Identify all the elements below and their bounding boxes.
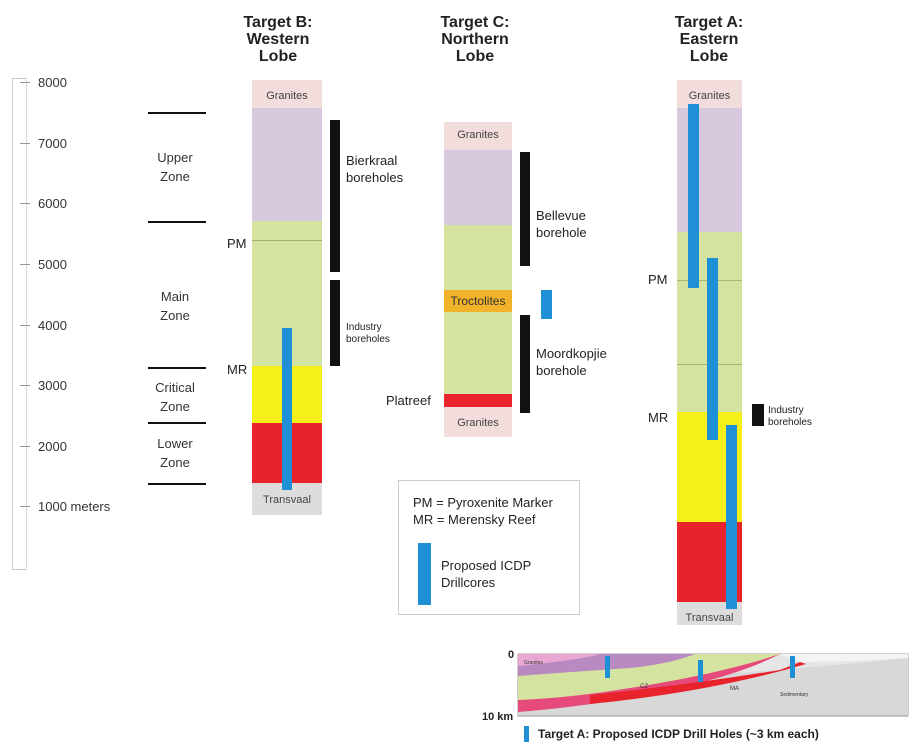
- scale-tick: [20, 325, 30, 326]
- target-a-drill-core-2: [707, 258, 718, 440]
- target-a-mr-label: MR: [648, 410, 669, 425]
- target-c-drill-core: [541, 290, 552, 319]
- legend-mr: MR = Merensky Reef: [413, 512, 536, 527]
- legend-pm: PM = Pyroxenite Marker: [413, 495, 553, 510]
- granites-layer-bottom: [444, 407, 512, 437]
- section-drill-hole-3: [790, 656, 795, 678]
- depth-scale-right-edge: [26, 78, 27, 568]
- target-a-granites-label: Granites: [688, 90, 731, 102]
- platreef-layer: [444, 394, 512, 407]
- section-label-cz: CZ: [640, 684, 648, 690]
- target-a-drill-core-1: [688, 104, 699, 288]
- upper-zone-layer: [677, 108, 742, 232]
- caption-drill-swatch: [524, 726, 529, 742]
- scale-tick: [20, 506, 30, 507]
- depth-top-label: 0: [508, 649, 514, 661]
- scale-label-5000: 5000: [38, 257, 67, 272]
- granites-layer: [518, 654, 600, 666]
- transvaal-layer: [677, 602, 742, 625]
- cross-section-caption: Target A: Proposed ICDP Drill Holes (~3 …: [538, 727, 819, 741]
- upper-zone-layer: [444, 150, 512, 225]
- section-drill-hole-2: [698, 660, 703, 682]
- scale-label-7000: 7000: [38, 136, 67, 151]
- industry-borehole-bar: [330, 280, 340, 366]
- zone-boundary-line: [148, 112, 206, 114]
- pm-line: [252, 240, 322, 241]
- granites-layer: [677, 80, 742, 108]
- zone-boundary-line: [148, 367, 206, 369]
- target-a-transvaal-label: Transvaal: [685, 612, 734, 624]
- troctolites-layer: [444, 290, 512, 312]
- scale-tick: [20, 264, 30, 265]
- lower-zone-layer: [590, 662, 806, 704]
- scale-label-2000: 2000: [38, 439, 67, 454]
- scale-label-4000: 4000: [38, 318, 67, 333]
- scale-label-8000: 8000: [38, 75, 67, 90]
- bellevue-borehole-bar: [520, 152, 530, 266]
- target-c-troctolites-label: Troctolites: [450, 294, 506, 308]
- platreef-label: Platreef: [386, 393, 431, 408]
- main-zone-layer: [444, 225, 512, 290]
- target-a-industry-borehole-bar: [752, 404, 764, 426]
- target-b-granites-label: Granites: [266, 90, 308, 102]
- scale-label-1000-meters: 1000 meters: [38, 499, 111, 514]
- granites-layer: [444, 122, 512, 150]
- scale-tick: [20, 385, 30, 386]
- target-b-mr-label: MR: [227, 362, 248, 377]
- target-b-transvaal-label: Transvaal: [263, 494, 311, 506]
- target-a-pm-label: PM: [648, 272, 668, 287]
- zone-boundary-line: [148, 422, 206, 424]
- depth-bottom-label: 10 km: [482, 711, 513, 723]
- target-c-column: [444, 122, 512, 437]
- sedimentary-layer: [518, 658, 908, 716]
- surface-cover: [780, 654, 908, 662]
- section-label-granites: Granites: [524, 660, 543, 666]
- target-b-pm-label: PM: [227, 236, 247, 251]
- section-drill-hole-1: [605, 656, 610, 678]
- depth-scale: [12, 78, 27, 570]
- scale-tick: [20, 143, 30, 144]
- cross-section-diagram: 0 10 km Granites CZ MA Sedimentary Targe…: [482, 649, 909, 742]
- granites-layer: [252, 80, 322, 108]
- target-c-granites-top-label: Granites: [457, 129, 499, 141]
- section-label-sedimentary: Sedimentary: [780, 692, 809, 698]
- section-label-ma: MA: [730, 686, 739, 692]
- bierkraal-borehole-bar: [330, 120, 340, 272]
- scale-label-3000: 3000: [38, 378, 67, 393]
- moordkopjie-borehole-bar: [520, 315, 530, 413]
- scale-tick: [20, 82, 30, 83]
- legend-drill-swatch: [418, 543, 431, 605]
- scale-label-6000: 6000: [38, 196, 67, 211]
- main-zone-layer-lower: [444, 312, 512, 394]
- target-a-drill-core-3: [726, 425, 737, 609]
- target-b-drill-core: [282, 328, 292, 490]
- zone-boundary-line: [148, 483, 206, 485]
- scale-tick: [20, 446, 30, 447]
- scale-tick: [20, 203, 30, 204]
- legend-box: PM = Pyroxenite Marker MR = Merensky Ree…: [398, 480, 580, 615]
- zone-boundary-line: [148, 221, 206, 223]
- upper-zone-layer: [252, 108, 322, 221]
- target-c-granites-bottom-label: Granites: [457, 417, 499, 429]
